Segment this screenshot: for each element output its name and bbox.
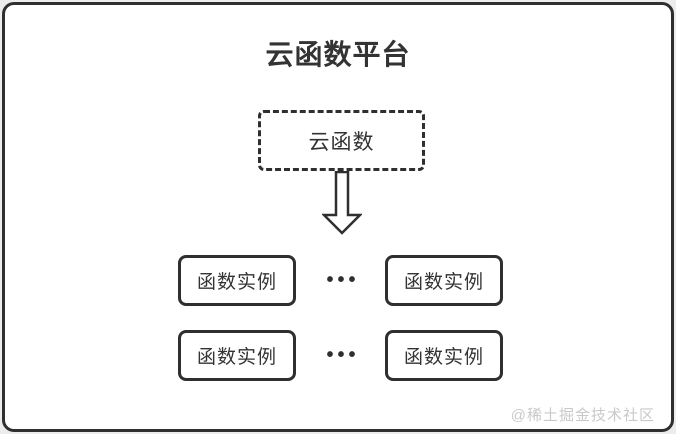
cloud-function-node: 云函数 [258, 110, 425, 171]
function-instance-label: 函数实例 [403, 272, 484, 293]
function-instance-node: 函数实例 [178, 255, 296, 306]
function-instance-node: 函数实例 [385, 255, 503, 306]
down-arrow-icon [320, 170, 364, 235]
function-instance-label: 函数实例 [403, 347, 484, 368]
function-instance-label: 函数实例 [196, 272, 277, 293]
diagram-title: 云函数平台 [265, 39, 411, 70]
function-instance-node: 函数实例 [385, 330, 503, 381]
ellipsis-dots: ••• [326, 344, 360, 366]
cloud-function-label: 云函数 [308, 130, 375, 154]
ellipsis-dots: ••• [326, 269, 360, 291]
function-instance-label: 函数实例 [196, 347, 277, 368]
function-instance-node: 函数实例 [178, 330, 296, 381]
watermark-text: @稀土掘金技术社区 [510, 407, 655, 424]
